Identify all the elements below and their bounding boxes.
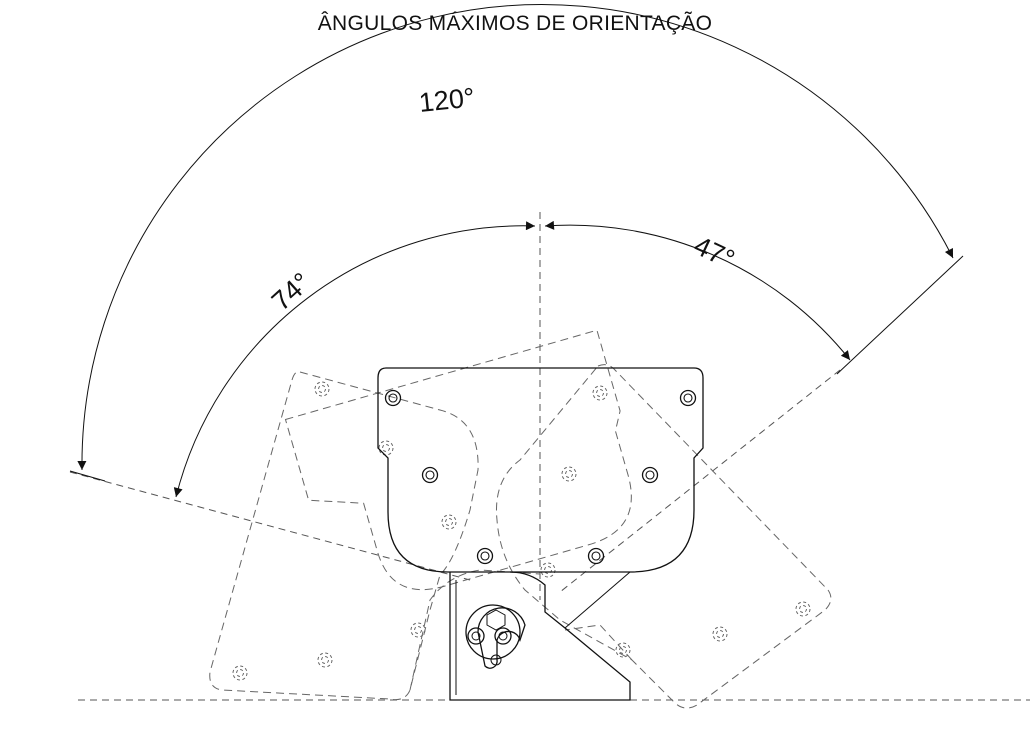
bracket-diagonal: [564, 571, 631, 629]
plate-hole: [641, 466, 659, 484]
arc-120: [77, 4, 954, 471]
ghost-hole: [410, 622, 426, 638]
left-extension-tick: [69, 470, 106, 482]
ghost-hole: [441, 514, 457, 530]
ghost-plate-left: [284, 329, 632, 591]
ghost-hole: [540, 562, 556, 578]
pivot-screw: [490, 654, 502, 666]
ghost-bracket-left: [409, 569, 541, 691]
ghost-hole: [378, 440, 394, 456]
ghost-hole: [232, 665, 248, 681]
arc-74: [173, 221, 536, 498]
pivot-screw: [467, 627, 485, 645]
label-47: 47°: [689, 230, 739, 274]
left-limit-line: [69, 471, 471, 581]
ghost-hole: [317, 652, 333, 668]
plate-hole: [679, 389, 697, 407]
ghost-bracket-right: [564, 624, 633, 661]
diagram-title: ÂNGULOS MÁXIMOS DE ORIENTAÇÃO: [317, 12, 713, 35]
plate-hole: [476, 547, 494, 565]
label-120: 120°: [417, 82, 476, 118]
pivot-screw: [471, 631, 481, 641]
ghost-hole: [314, 381, 330, 397]
pivot-slot: [477, 607, 526, 669]
ghost-hole: [712, 626, 728, 642]
ghost-hole: [795, 601, 811, 617]
label-74: 74°: [266, 267, 316, 317]
right-extension-tick: [836, 255, 964, 375]
pivot-ring: [465, 604, 521, 660]
ghost-plate-right-outline: [495, 364, 832, 709]
ghost-hole: [561, 466, 577, 482]
ghost-hole: [592, 385, 608, 401]
right-limit-line: [559, 369, 841, 593]
hex-nut: [486, 609, 506, 631]
mount-bracket: [449, 571, 631, 701]
pivot-screw: [498, 631, 508, 641]
pivot-screw: [494, 627, 512, 645]
plate-hole: [384, 389, 402, 407]
arc-47: [544, 220, 851, 361]
plate-hole: [587, 547, 605, 565]
plate-hole: [421, 466, 439, 484]
ghost-plate-left-outline: [209, 371, 479, 701]
